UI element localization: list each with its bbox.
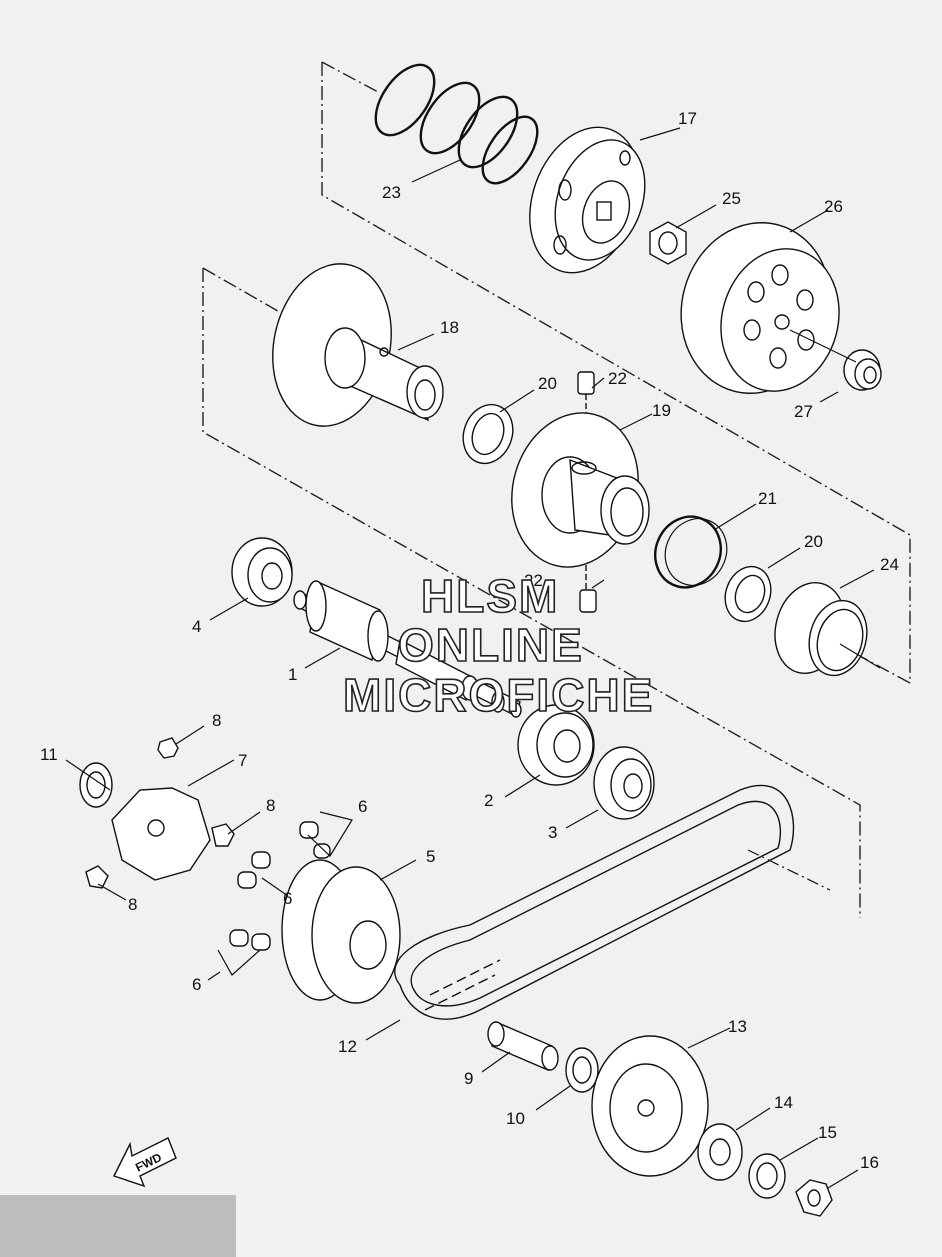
washer-small bbox=[79, 762, 113, 808]
callout-labels: 23 17 25 26 27 18 20 22 19 21 20 24 22 4… bbox=[40, 109, 899, 1172]
callout-23: 23 bbox=[382, 183, 401, 202]
callout-13: 13 bbox=[728, 1017, 747, 1036]
callout-27: 27 bbox=[794, 402, 813, 421]
spacer-collar bbox=[774, 582, 868, 677]
callout-6-top: 6 bbox=[358, 797, 367, 816]
bearing-small bbox=[231, 537, 293, 607]
callout-8-bottom: 8 bbox=[128, 895, 137, 914]
v-belt bbox=[394, 784, 795, 1020]
weight-rollers-a bbox=[299, 821, 331, 859]
watermark-line-3: MICROFICHE bbox=[343, 669, 654, 721]
callout-26: 26 bbox=[824, 197, 843, 216]
callout-1: 1 bbox=[288, 665, 297, 684]
callout-9: 9 bbox=[464, 1069, 473, 1088]
washer-medium bbox=[565, 1047, 599, 1093]
primary-fixed-sheave bbox=[591, 1035, 709, 1177]
secondary-fixed-sheave bbox=[272, 263, 444, 427]
clutch-nut bbox=[649, 221, 687, 265]
watermark: HLSM ONLINE MICROFICHE bbox=[342, 569, 654, 722]
secondary-sliding-sheave bbox=[511, 412, 650, 568]
slider-bottom bbox=[85, 865, 109, 889]
callout-11: 11 bbox=[40, 745, 58, 764]
callout-5: 5 bbox=[426, 847, 435, 866]
o-ring bbox=[654, 515, 728, 589]
watermark-line-2: ONLINE bbox=[398, 619, 584, 671]
flange-nut bbox=[843, 349, 882, 391]
primary-sliding-sheave bbox=[281, 859, 401, 1004]
callout-3: 3 bbox=[548, 823, 557, 842]
kick-starter-ratchet bbox=[697, 1123, 743, 1181]
callout-8-middle: 8 bbox=[266, 796, 275, 815]
oil-seal-upper bbox=[462, 403, 514, 465]
slider-middle bbox=[211, 823, 235, 847]
weight-rollers-b bbox=[237, 851, 271, 889]
bearing-large bbox=[517, 704, 595, 786]
weight-rollers-c bbox=[229, 929, 271, 951]
clutch-housing bbox=[680, 222, 840, 394]
forward-direction-arrow: FWD bbox=[113, 1137, 177, 1188]
oil-seal-lower bbox=[724, 565, 772, 623]
callout-8-top: 8 bbox=[212, 711, 221, 730]
washer-large bbox=[748, 1153, 786, 1199]
callout-12: 12 bbox=[338, 1037, 357, 1056]
callout-10: 10 bbox=[506, 1109, 525, 1128]
callout-20-upper: 20 bbox=[538, 374, 557, 393]
callout-6-middle: 6 bbox=[283, 889, 292, 908]
leader-lines bbox=[65, 127, 881, 1189]
callout-6-bottom: 6 bbox=[192, 975, 201, 994]
callout-20-lower: 20 bbox=[804, 532, 823, 551]
callout-21: 21 bbox=[758, 489, 777, 508]
callout-16: 16 bbox=[860, 1153, 879, 1172]
callout-17: 17 bbox=[678, 109, 697, 128]
slider-top bbox=[157, 737, 179, 759]
callout-14: 14 bbox=[774, 1093, 793, 1112]
callout-22-lower: 22 bbox=[524, 571, 543, 590]
assembly-frame-upper bbox=[321, 61, 911, 683]
callout-15: 15 bbox=[818, 1123, 837, 1142]
clutch-spring bbox=[374, 63, 539, 185]
callout-24: 24 bbox=[880, 555, 899, 574]
callout-22-upper: 22 bbox=[608, 369, 627, 388]
hex-nut bbox=[795, 1179, 833, 1217]
bearing-medium bbox=[593, 746, 655, 820]
drive-shaft bbox=[293, 580, 522, 718]
collar bbox=[487, 1021, 559, 1071]
callout-19: 19 bbox=[652, 401, 671, 420]
callout-18: 18 bbox=[440, 318, 459, 337]
footer-grey-block bbox=[0, 1195, 236, 1257]
callout-4: 4 bbox=[192, 617, 201, 636]
cam-plate bbox=[111, 787, 211, 881]
guide-pin-lower bbox=[579, 589, 597, 613]
clutch-carrier bbox=[529, 126, 646, 274]
callout-25: 25 bbox=[722, 189, 741, 208]
callout-7: 7 bbox=[238, 751, 247, 770]
watermark-line-1: HLSM bbox=[421, 570, 559, 622]
callout-2: 2 bbox=[484, 791, 493, 810]
